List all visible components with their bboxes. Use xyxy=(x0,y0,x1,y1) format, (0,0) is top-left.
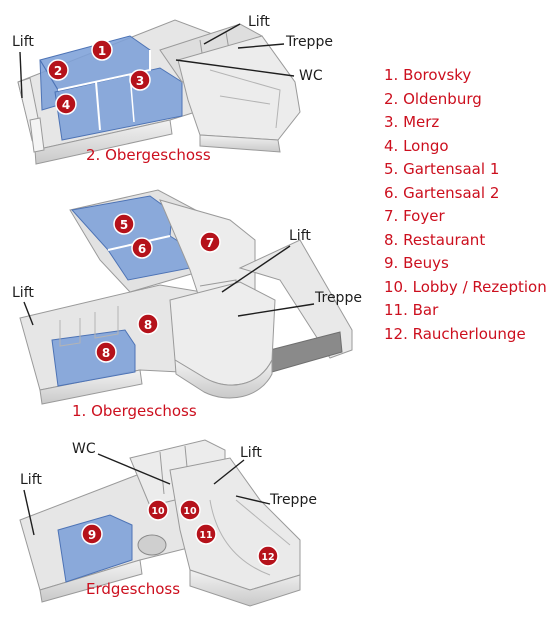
legend-item: 6. Gartensaal 2 xyxy=(384,183,500,202)
room-marker-12: 12 xyxy=(257,545,279,567)
floor-plan-ground: 9 10 10 11 12 xyxy=(19,439,301,607)
upper1-floor-title: 1. Obergeschoss xyxy=(72,402,197,420)
svg-text:9: 9 xyxy=(88,528,96,542)
svg-text:7: 7 xyxy=(206,236,214,250)
floor-plan-1st-upper: 5 6 7 8 8 xyxy=(19,189,353,405)
room-legend: 1. Borovsky 2. Oldenburg 3. Merz 4. Long… xyxy=(384,64,547,346)
room-marker-11: 11 xyxy=(195,523,217,545)
floor-plan-2nd-upper: 1 2 3 4 xyxy=(17,19,301,165)
svg-text:12: 12 xyxy=(261,552,274,563)
upper2-wc-label: WC xyxy=(299,68,323,84)
upper2-stairs-label: Treppe xyxy=(286,34,333,50)
legend-item: 10. Lobby / Rezeption xyxy=(384,277,547,296)
ground-lift-left-label: Lift xyxy=(20,472,42,488)
room-marker-4: 4 xyxy=(55,93,77,115)
room-marker-2: 2 xyxy=(47,59,69,81)
ground-stairs-label: Treppe xyxy=(270,492,317,508)
svg-text:10: 10 xyxy=(151,506,165,517)
room-marker-10: 10 xyxy=(147,499,169,521)
svg-text:10: 10 xyxy=(183,506,197,517)
svg-text:8: 8 xyxy=(102,346,110,360)
svg-text:1: 1 xyxy=(98,44,106,58)
ground-lift-right-label: Lift xyxy=(240,445,262,461)
room-marker-7: 7 xyxy=(199,231,221,253)
room-marker-1: 1 xyxy=(91,39,113,61)
legend-item: 11. Bar xyxy=(384,301,439,319)
legend-item: 5. Gartensaal 1 xyxy=(384,160,500,178)
room-marker-6: 6 xyxy=(131,237,153,259)
svg-text:5: 5 xyxy=(120,218,128,232)
svg-text:8: 8 xyxy=(144,318,152,332)
svg-text:11: 11 xyxy=(199,530,212,541)
legend-item: 9. Beuys xyxy=(384,254,449,272)
legend-item: 4. Longo xyxy=(384,136,449,155)
legend-item: 2. Oldenburg xyxy=(384,89,482,108)
svg-text:3: 3 xyxy=(136,74,144,88)
legend-item: 1. Borovsky xyxy=(384,66,472,84)
upper1-lift-left-label: Lift xyxy=(12,285,34,301)
upper2-floor-title: 2. Obergeschoss xyxy=(86,146,211,164)
upper1-lift-right-label: Lift xyxy=(289,228,311,244)
svg-text:6: 6 xyxy=(138,242,146,256)
legend-item: 3. Merz xyxy=(384,113,440,131)
upper2-lift-left-label: Lift xyxy=(12,34,34,50)
legend-item: 7. Foyer xyxy=(384,207,445,225)
upper2-lift-right-label: Lift xyxy=(248,14,270,30)
room-marker-9: 9 xyxy=(81,523,103,545)
ground-wc-label: WC xyxy=(72,441,96,457)
room-marker-10-lobby: 10 xyxy=(179,499,201,521)
legend-item: 8. Restaurant xyxy=(384,230,486,249)
room-marker-8: 8 xyxy=(137,313,159,335)
legend-item: 12. Raucherlounge xyxy=(384,324,526,343)
ground-floor-title: Erdgeschoss xyxy=(86,580,181,598)
room-marker-8-restaurant: 8 xyxy=(95,341,117,363)
room-marker-3: 3 xyxy=(129,69,151,91)
svg-text:2: 2 xyxy=(54,64,62,78)
svg-text:4: 4 xyxy=(62,98,70,112)
upper1-stairs-label: Treppe xyxy=(315,290,362,306)
room-marker-5: 5 xyxy=(113,213,135,235)
